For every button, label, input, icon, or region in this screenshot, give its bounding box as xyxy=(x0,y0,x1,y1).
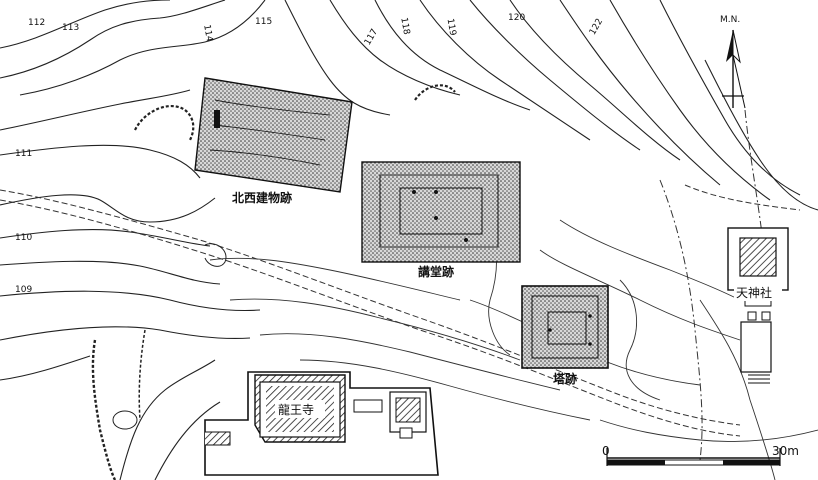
shrine-label-bg xyxy=(734,283,782,301)
scale-end-label: 30m xyxy=(772,444,799,458)
contour-labels: 112 113 114 115 117 118 119 120 122 111 … xyxy=(15,13,605,295)
elev-120: 120 xyxy=(508,13,525,23)
elev-114: 114 xyxy=(201,24,214,43)
elev-109: 109 xyxy=(15,285,32,295)
elev-112: 112 xyxy=(28,18,45,28)
lecture-hall-label: 講堂跡 xyxy=(418,264,454,279)
stone-features xyxy=(91,84,456,480)
temple-label: 龍王寺 xyxy=(278,402,314,417)
elev-119: 119 xyxy=(445,18,458,37)
pagoda-site xyxy=(521,285,609,369)
northwest-building-label: 北西建物跡 xyxy=(232,190,292,205)
elev-118: 118 xyxy=(398,17,411,36)
elev-117: 117 xyxy=(363,27,380,47)
northwest-building-site xyxy=(194,77,353,193)
elev-122: 122 xyxy=(588,17,605,37)
north-arrow: M.N. xyxy=(720,15,746,109)
shrine-label: 天神社 xyxy=(736,285,772,300)
elev-113: 113 xyxy=(62,23,79,33)
north-label: M.N. xyxy=(720,15,740,25)
elev-110: 110 xyxy=(15,233,32,243)
scale-bar: 0 30m xyxy=(602,444,799,466)
pagoda-label: 塔跡 xyxy=(553,371,577,386)
elev-111: 111 xyxy=(15,149,32,159)
temple-label-bg xyxy=(275,400,325,418)
temple-complex xyxy=(204,371,439,476)
scale-start-label: 0 xyxy=(602,444,610,458)
elev-115: 115 xyxy=(255,17,272,27)
lecture-hall-site xyxy=(361,161,521,263)
shrine-site xyxy=(727,227,789,384)
